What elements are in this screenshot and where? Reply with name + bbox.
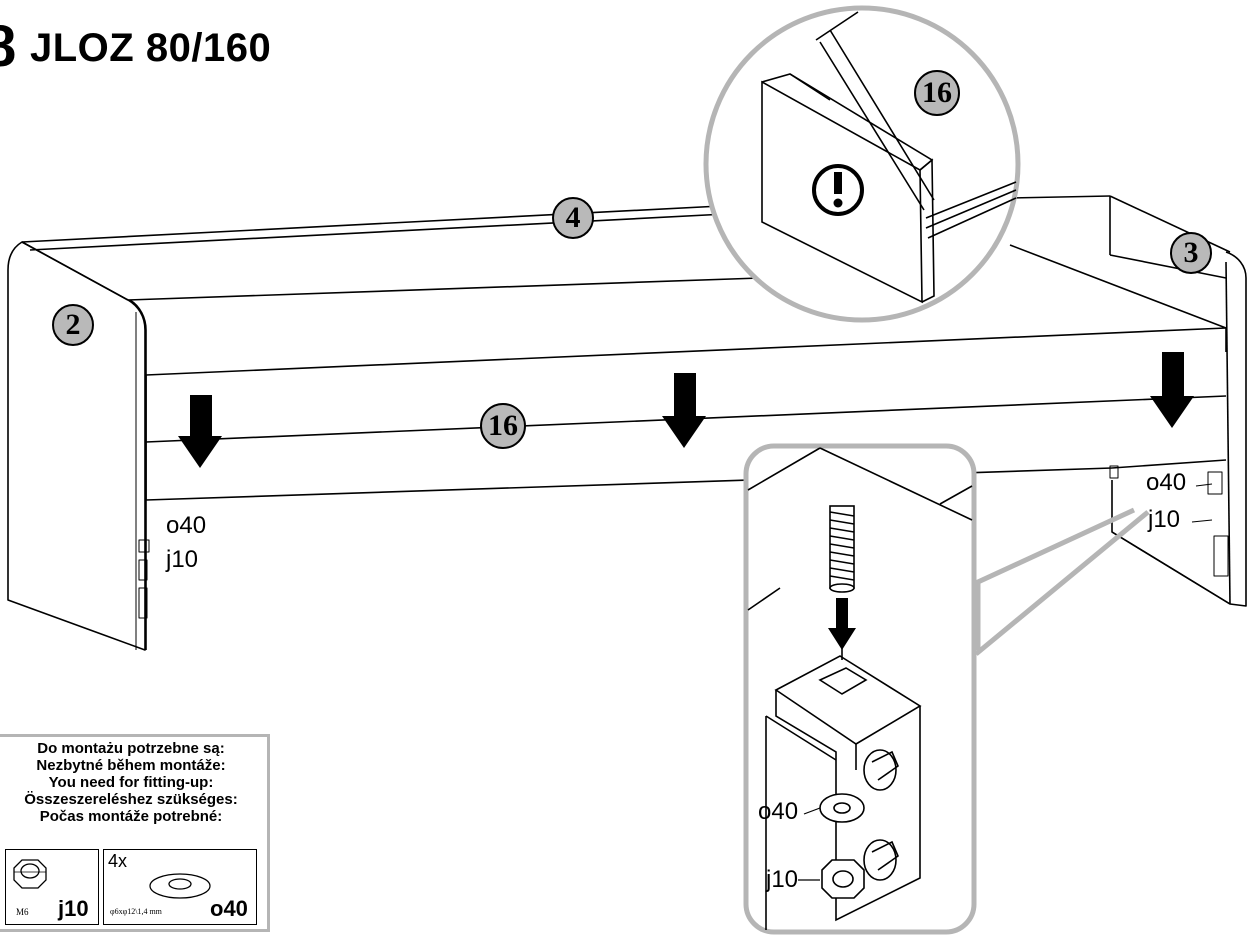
legend-line-hu: Összeszereléshez szükséges: xyxy=(24,791,238,808)
washer-icon xyxy=(149,873,211,899)
left-side-panel xyxy=(7,241,150,651)
part-badge-left-side: 2 xyxy=(52,304,94,346)
arrow-down-icon xyxy=(662,373,706,448)
legend-item-nut: M6 j10 xyxy=(5,849,99,925)
rear-panel xyxy=(21,195,1231,279)
legend-line-sk: Počas montáže potrebné: xyxy=(39,808,223,825)
detail-washer-label: o40 xyxy=(758,798,799,825)
bed-platform xyxy=(127,244,1227,442)
nut-code: j10 xyxy=(58,896,89,921)
arrow-down-icon xyxy=(178,395,222,468)
detail-nut-label: j10 xyxy=(766,866,799,893)
legend-line-pl: Do montażu potrzebne są: xyxy=(37,740,225,757)
arrow-down-icon xyxy=(828,598,856,650)
right-nut-label: j10 xyxy=(1148,506,1181,533)
step-number: 8 xyxy=(0,14,17,79)
hex-nut-icon xyxy=(13,859,47,889)
arrow-down-icon xyxy=(1150,352,1194,428)
left-washer-label: o40 xyxy=(166,512,207,539)
washer-icon xyxy=(819,793,865,823)
threaded-rod-icon xyxy=(829,505,855,593)
right-side-panel xyxy=(1109,251,1247,607)
legend-item-washer: 4x φ6xφ12\1,4 mm o40 xyxy=(103,849,257,925)
left-nut-label: j10 xyxy=(166,546,199,573)
part-badge-detail: 16 xyxy=(914,70,960,116)
warning-icon xyxy=(812,164,864,216)
page-title: JLOZ 80/160 xyxy=(30,26,272,70)
nut-size: M6 xyxy=(16,907,29,917)
washer-size: φ6xφ12\1,4 mm xyxy=(110,907,162,916)
legend-line-cz: Nezbytné během montáže: xyxy=(36,757,226,774)
part-badge-front-rail: 16 xyxy=(480,403,526,449)
right-washer-label: o40 xyxy=(1146,469,1187,496)
bottom-detail-callout xyxy=(743,443,1150,935)
hex-nut-icon xyxy=(821,859,865,899)
top-detail-callout xyxy=(703,5,1021,323)
part-badge-right-side: 3 xyxy=(1170,232,1212,274)
washer-quantity: 4x xyxy=(108,851,128,871)
washer-code: o40 xyxy=(210,896,248,921)
legend-line-en: You need for fitting-up: xyxy=(48,774,214,791)
legend-text: Do montażu potrzebne są: Nezbytné během … xyxy=(0,740,265,825)
part-badge-rear-panel: 4 xyxy=(552,197,594,239)
hardware-legend: Do montażu potrzebne są: Nezbytné během … xyxy=(0,734,270,932)
